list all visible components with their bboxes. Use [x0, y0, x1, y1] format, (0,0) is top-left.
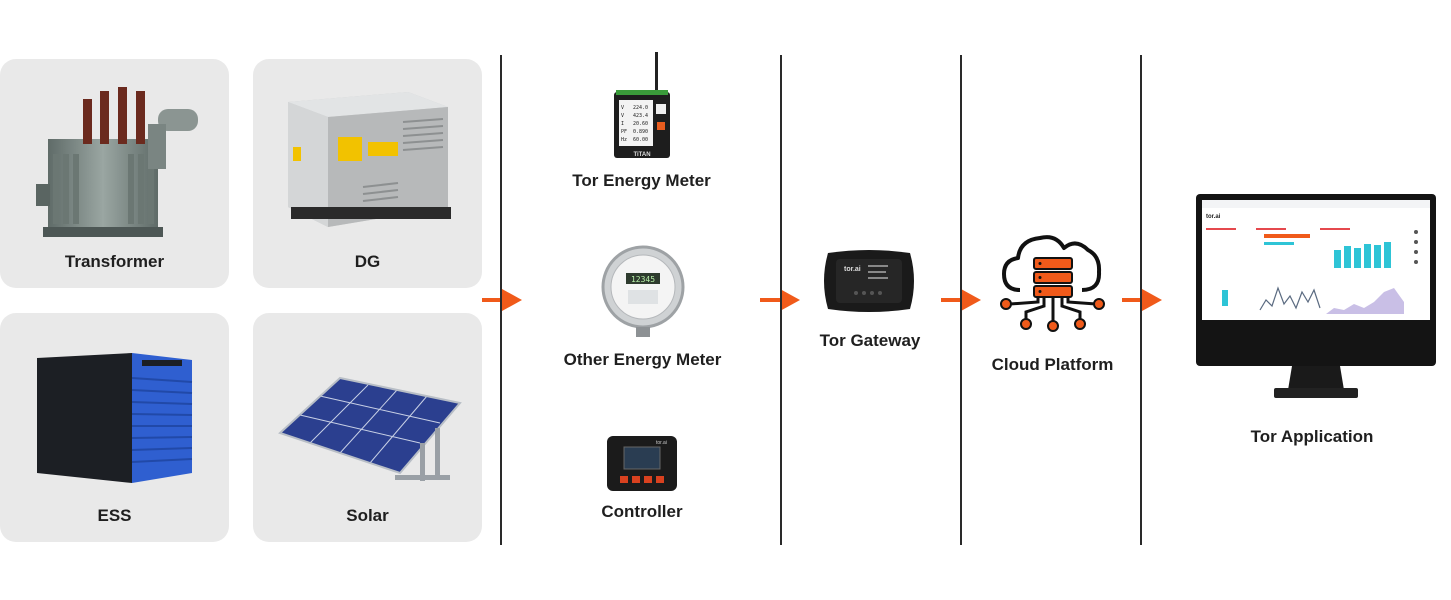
- svg-text:224.0: 224.0: [633, 105, 648, 111]
- controller-image: tor.ai: [607, 436, 677, 491]
- tor-gateway-label: Tor Gateway: [819, 331, 921, 350]
- svg-text:423.4: 423.4: [633, 113, 648, 119]
- svg-text:tor.ai: tor.ai: [844, 266, 861, 273]
- tor-energy-meter-image: V 224.0 V 423.4 I 20.60 PF 0.890 Hz 60.00 TiT…: [614, 52, 670, 158]
- cloud-platform: Cloud Platform: [985, 232, 1120, 377]
- svg-text:TiTAN: TiTAN: [633, 152, 650, 158]
- tor-application: tor.ai Tor Application: [1190, 192, 1440, 452]
- ess-image: [37, 353, 193, 483]
- tor-gateway-image: tor.ai: [824, 250, 914, 312]
- transformer-card: Transformer: [0, 59, 229, 288]
- tor-energy-meter-label: Tor Energy Meter: [572, 171, 711, 190]
- svg-text:Hz: Hz: [621, 137, 627, 143]
- arrow-right-icon: [760, 289, 800, 311]
- monitor-image: tor.ai: [1196, 194, 1436, 398]
- transformer-image: [36, 87, 198, 237]
- other-energy-meter-label: Other Energy Meter: [563, 350, 722, 369]
- controller: tor.ai Controller: [580, 435, 704, 525]
- tor-energy-meter: V 224.0 V 423.4 I 20.60 PF 0.890 Hz 60.00 TiT…: [560, 52, 723, 192]
- svg-text:tor.ai: tor.ai: [656, 440, 667, 446]
- svg-text:12345: 12345: [631, 275, 655, 284]
- arrow-right-icon: [1122, 289, 1162, 311]
- svg-text:I: I: [621, 121, 624, 127]
- other-energy-meter-image: 12345: [601, 245, 685, 337]
- divider: [960, 55, 962, 545]
- arrow-right-icon: [941, 289, 981, 311]
- cloud-platform-label: Cloud Platform: [991, 355, 1114, 374]
- svg-text:tor.ai: tor.ai: [1206, 214, 1221, 220]
- solar-card: Solar: [253, 313, 482, 542]
- divider: [780, 55, 782, 545]
- svg-text:V: V: [621, 113, 624, 119]
- dg-image: [288, 92, 451, 227]
- divider: [500, 55, 502, 545]
- svg-text:60.00: 60.00: [633, 137, 648, 143]
- cloud-server-icon: [1000, 235, 1105, 332]
- ess-card: ESS: [0, 313, 229, 542]
- tor-application-label: Tor Application: [1250, 427, 1374, 446]
- transformer-label: Transformer: [64, 252, 165, 271]
- dg-card: DG: [253, 59, 482, 288]
- svg-text:PF: PF: [621, 129, 627, 135]
- dg-label: DG: [354, 252, 381, 271]
- tor-gateway: tor.ai Tor Gateway: [805, 247, 935, 357]
- arrow-right-icon: [482, 289, 522, 311]
- svg-text:0.890: 0.890: [633, 129, 648, 135]
- other-energy-meter: 12345 Other Energy Meter: [555, 245, 730, 375]
- solar-label: Solar: [346, 506, 389, 525]
- controller-label: Controller: [601, 502, 683, 521]
- ess-label: ESS: [97, 506, 132, 525]
- svg-text:20.60: 20.60: [633, 121, 648, 127]
- solar-image: [278, 376, 462, 481]
- divider: [1140, 55, 1142, 545]
- svg-text:V: V: [621, 105, 624, 111]
